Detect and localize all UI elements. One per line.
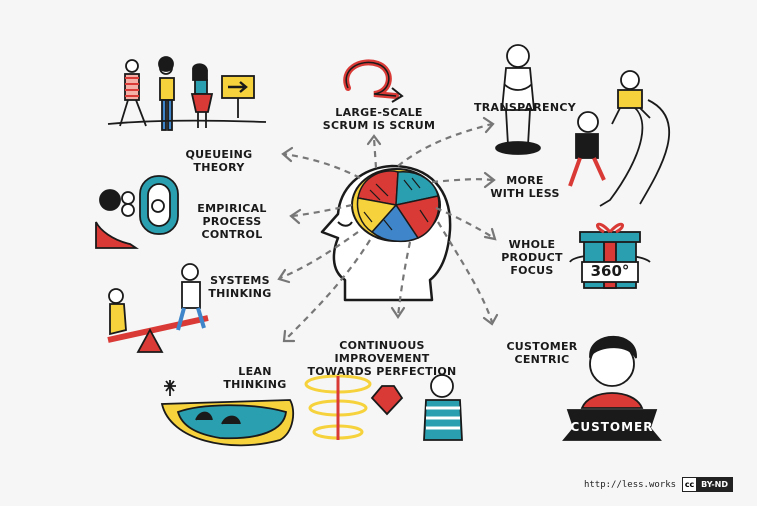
license-badge[interactable]: cc BY-ND xyxy=(682,477,733,492)
arrow-heads xyxy=(277,116,499,343)
scrum-loop-icon xyxy=(343,59,404,103)
diamond-craftsman-illustration xyxy=(304,374,463,441)
colorful-brain xyxy=(351,168,441,243)
gift-label: 360° xyxy=(591,262,630,280)
arrow-to-large-scale-scrum xyxy=(372,137,378,169)
seesaw-illustration xyxy=(107,263,209,353)
arrow-to-continuous-improvement xyxy=(396,241,412,317)
label-queueing-theory: QUEUEING THEORY xyxy=(185,148,253,174)
customer-banner-label: CUSTOMER xyxy=(571,420,654,434)
arrow-to-whole-product-focus xyxy=(435,206,495,239)
runners-illustration xyxy=(568,70,671,207)
arrow-to-queueing-theory xyxy=(283,152,361,179)
arrow-to-lean-thinking xyxy=(284,239,371,341)
footer: http://less.works cc BY-ND xyxy=(584,477,733,492)
island-illustration xyxy=(160,380,295,447)
footer-url[interactable]: http://less.works xyxy=(583,479,677,490)
license-text: BY-ND xyxy=(697,478,732,491)
arrow-to-customer-centric xyxy=(437,221,494,323)
arrow-to-transparency xyxy=(397,122,493,167)
queueing-people-illustration xyxy=(107,56,267,131)
customer-illustration xyxy=(562,335,662,441)
gift-box-illustration xyxy=(569,222,651,289)
central-head xyxy=(320,164,452,302)
transparency-figure-illustration xyxy=(495,44,541,155)
binoculars-illustration xyxy=(95,175,179,249)
arrow-to-systems-thinking xyxy=(279,231,359,280)
connector-arrows xyxy=(279,122,495,341)
label-transparency: TRANSPARENCY xyxy=(473,101,576,114)
arrow-to-empirical-process-control xyxy=(291,203,353,218)
arrow-to-more-with-less xyxy=(431,178,493,184)
cc-icon: cc xyxy=(683,478,698,491)
